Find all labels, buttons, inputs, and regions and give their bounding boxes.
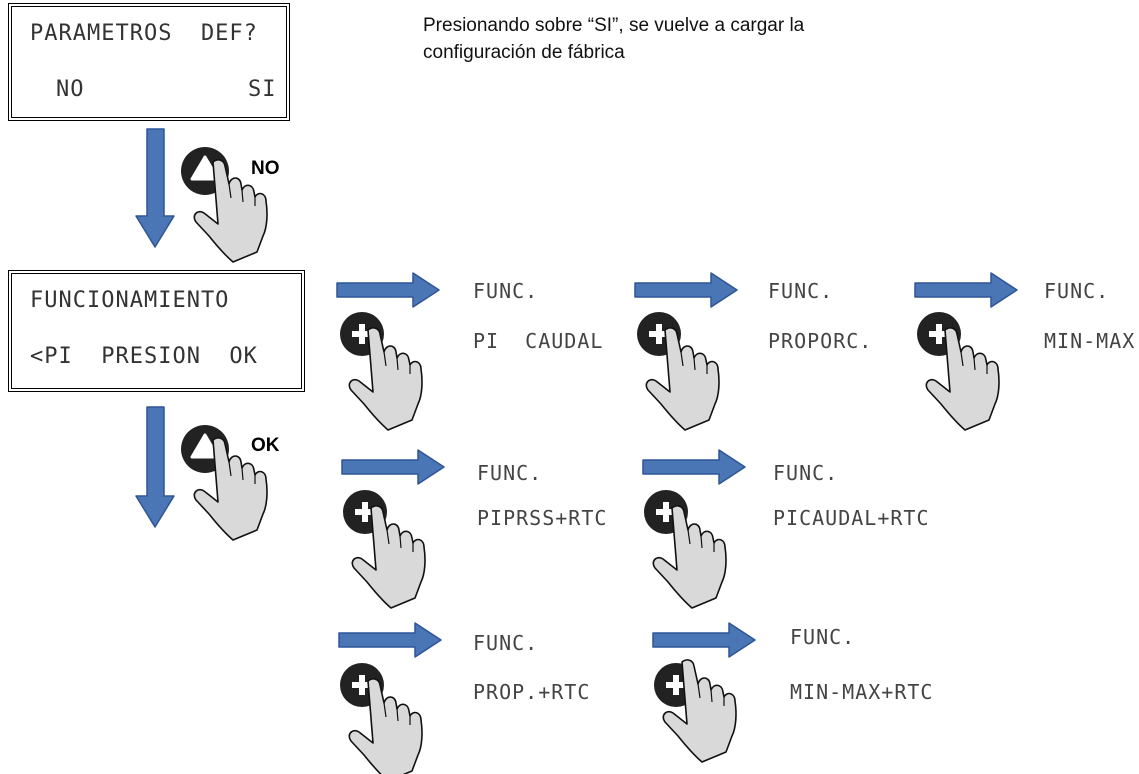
mode-6-value: PROP.+RTC bbox=[473, 680, 591, 704]
factory-reset-note: Presionando sobre “SI”, se vuelve a carg… bbox=[423, 15, 805, 63]
no-key-label: NO bbox=[251, 158, 280, 179]
mode-7-title: FUNC. bbox=[790, 625, 856, 649]
mode-4-title: FUNC. bbox=[477, 461, 543, 485]
right-arrow-7 bbox=[652, 622, 756, 658]
mode-1-title: FUNC. bbox=[473, 279, 539, 303]
ok-key-label: OK bbox=[251, 435, 280, 456]
mode-6-title: FUNC. bbox=[473, 631, 539, 655]
down-arrow-2 bbox=[135, 406, 175, 528]
mode-4-value: PIPRSS+RTC bbox=[477, 506, 608, 530]
lcd-option-si: SI bbox=[248, 77, 277, 102]
right-arrow-1 bbox=[336, 272, 440, 308]
right-arrow-4 bbox=[341, 449, 445, 485]
mode-2-value: PROPORC. bbox=[768, 329, 873, 353]
lcd-line-title: FUNCIONAMIENTO bbox=[30, 288, 230, 313]
down-arrow-1 bbox=[135, 128, 175, 248]
right-arrow-5 bbox=[642, 449, 746, 485]
mode-7-value: MIN-MAX+RTC bbox=[790, 680, 934, 704]
mode-3-title: FUNC. bbox=[1044, 279, 1110, 303]
mode-2-title: FUNC. bbox=[768, 279, 834, 303]
lcd-operation-mode: FUNCIONAMIENTO <PI PRESION OK bbox=[8, 270, 305, 392]
lcd-line-mode: <PI PRESION OK bbox=[30, 344, 258, 369]
right-arrow-2 bbox=[634, 272, 738, 308]
mode-1-value: PI CAUDAL bbox=[473, 329, 604, 353]
lcd-default-params: PARAMETROS DEF? NO SI bbox=[8, 3, 290, 121]
mode-5-title: FUNC. bbox=[773, 461, 839, 485]
lcd-line-question: PARAMETROS DEF? bbox=[30, 21, 258, 46]
mode-3-value: MIN-MAX bbox=[1044, 329, 1136, 353]
right-arrow-3 bbox=[914, 272, 1018, 308]
lcd-option-no: NO bbox=[56, 77, 85, 102]
mode-5-value: PICAUDAL+RTC bbox=[773, 506, 930, 530]
right-arrow-6 bbox=[338, 622, 442, 658]
